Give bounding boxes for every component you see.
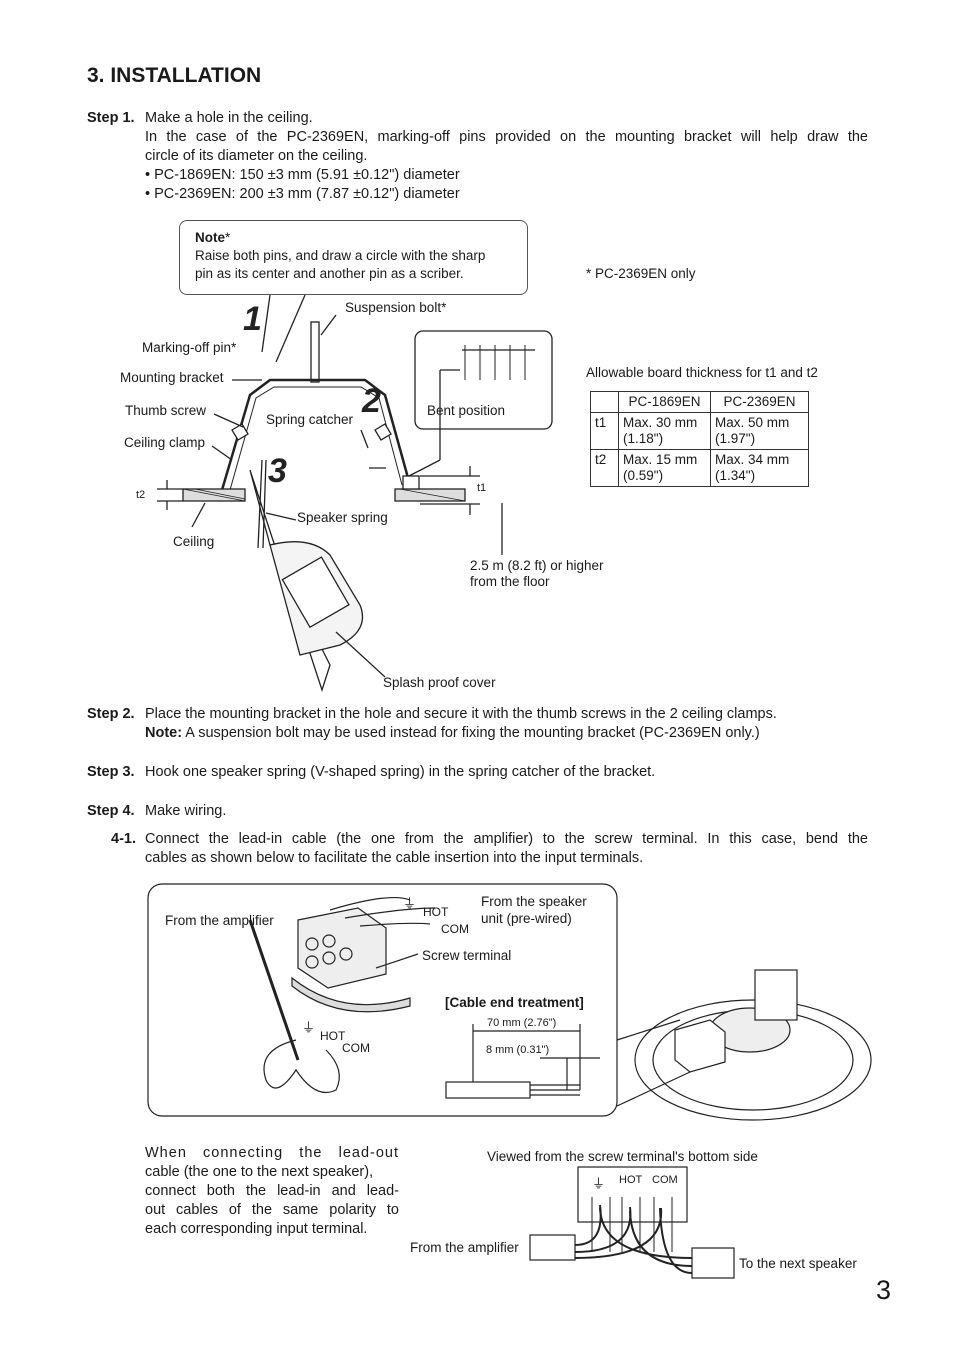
step4-text: Make wiring.	[145, 803, 227, 819]
fig2-screw-terminal: Screw terminal	[422, 948, 512, 963]
table-cell: t1	[590, 412, 619, 450]
table-cell: Max. 34 mm (1.34")	[710, 449, 809, 487]
para-line5: each corresponding input terminal.	[145, 1221, 368, 1237]
marking-off-pin-label: Marking-off pin*	[142, 340, 237, 355]
ground-icon: ⏚	[403, 896, 417, 911]
step4-sub-label: 4-1.	[111, 831, 136, 847]
step-number-3: 3	[268, 452, 287, 490]
step-number-1: 1	[243, 300, 262, 338]
step1-line3: circle of its diameter on the ceiling.	[145, 148, 368, 164]
para-line3: connect both the lead-in and lead-	[145, 1183, 399, 1199]
bottom-hot: HOT	[619, 1174, 643, 1186]
step2-text: Place the mounting bracket in the hole a…	[145, 706, 777, 722]
table-cell: Max. 30 mm (1.18")	[618, 412, 711, 450]
bottom-from-amplifier: From the amplifier	[410, 1240, 519, 1255]
ground-icon: ⏚	[302, 1020, 316, 1035]
fig2-dim-70: 70 mm (2.76")	[487, 1017, 557, 1029]
table-cell: t2	[590, 449, 619, 487]
fig2-hot-bottom: HOT	[320, 1029, 346, 1043]
para-line4: out cables of the same polarity to	[145, 1202, 399, 1218]
t1-label: t1	[477, 482, 487, 494]
fig2-hot-top: HOT	[423, 905, 449, 919]
bracket-drawing	[157, 294, 553, 693]
step4-label: Step 4.	[87, 803, 135, 819]
step3-text: Hook one speaker spring (V-shaped spring…	[145, 764, 656, 780]
ceiling-label: Ceiling	[173, 534, 215, 549]
thumb-screw-label: Thumb screw	[125, 403, 207, 418]
table-row: t1 Max. 30 mm (1.18") Max. 50 mm (1.97")	[590, 412, 809, 450]
step1-bullet1: • PC-1869EN: 150 ±3 mm (5.91 ±0.12") dia…	[145, 167, 460, 183]
fig2-com-top: COM	[441, 922, 469, 936]
step1-line2: In the case of the PC-2369EN, marking-of…	[145, 129, 868, 145]
table-header-row: PC-1869EN PC-2369EN	[590, 391, 809, 413]
bent-position-label: Bent position	[427, 403, 506, 418]
step-number-2: 2	[361, 382, 381, 420]
fig2-com-bottom: COM	[342, 1041, 370, 1055]
page-number: 3	[876, 1275, 892, 1305]
step2-note-text: A suspension bolt may be used instead fo…	[182, 725, 760, 741]
fig2-from-speaker-2: unit (pre-wired)	[481, 911, 572, 926]
suspension-bolt-label: Suspension bolt*	[345, 300, 447, 315]
table-header-cell: PC-1869EN	[618, 391, 711, 413]
step1-line1: Make a hole in the ceiling.	[145, 110, 313, 126]
thickness-table: PC-1869EN PC-2369EN t1 Max. 30 mm (1.18"…	[590, 391, 809, 487]
note-star: *	[225, 230, 231, 245]
fig2-from-amplifier: From the amplifier	[165, 913, 274, 928]
table-header-cell: PC-2369EN	[710, 391, 809, 413]
fig2-cable-end: [Cable end treatment]	[445, 995, 584, 1010]
table-header-cell	[590, 391, 619, 413]
note-title: Note	[195, 230, 225, 245]
spring-catcher-label: Spring catcher	[266, 412, 354, 427]
viewed-from-label: Viewed from the screw terminal's bottom …	[487, 1149, 758, 1164]
step1-bullet2: • PC-2369EN: 200 ±3 mm (7.87 ±0.12") dia…	[145, 186, 460, 202]
bottom-com: COM	[652, 1174, 678, 1186]
height-line1: 2.5 m (8.2 ft) or higher	[470, 558, 604, 573]
step4-sub-line1: Connect the lead-in cable (the one from …	[145, 831, 868, 847]
page-title: 3. INSTALLATION	[87, 64, 262, 87]
wiring-drawing	[147, 883, 872, 1279]
para-line2: cable (the one to the next speaker),	[145, 1164, 374, 1180]
table-row: t2 Max. 15 mm (0.59") Max. 34 mm (1.34")	[590, 449, 809, 487]
step2-note-label: Note:	[145, 725, 183, 741]
height-line2: from the floor	[470, 574, 550, 589]
step1-label: Step 1.	[87, 110, 135, 126]
step3-label: Step 3.	[87, 764, 135, 780]
para-line1: When connecting the lead-out	[145, 1145, 399, 1161]
splash-proof-cover-label: Splash proof cover	[383, 675, 496, 690]
step4-sub-line2: cables as shown below to facilitate the …	[145, 850, 644, 866]
note-box: Note* Raise both pins, and draw a circle…	[179, 220, 528, 295]
fig2-from-speaker-1: From the speaker	[481, 894, 587, 909]
table-cell: Max. 50 mm (1.97")	[710, 412, 809, 450]
bottom-to-next: To the next speaker	[739, 1256, 857, 1271]
ground-icon: ⏚	[592, 1176, 606, 1191]
speaker-spring-label: Speaker spring	[297, 510, 388, 525]
t2-label: t2	[136, 489, 146, 501]
table-caption: Allowable board thickness for t1 and t2	[586, 365, 818, 380]
step2-label: Step 2.	[87, 706, 135, 722]
ceiling-clamp-label: Ceiling clamp	[124, 435, 206, 450]
fig2-dim-8: 8 mm (0.31")	[486, 1044, 550, 1056]
mounting-bracket-label: Mounting bracket	[120, 370, 224, 385]
pc2369-only-label: * PC-2369EN only	[586, 266, 696, 281]
note-line1: Raise both pins, and draw a circle with …	[195, 248, 486, 263]
note-line2: pin as its center and another pin as a s…	[195, 266, 464, 281]
table-cell: Max. 15 mm (0.59")	[618, 449, 711, 487]
